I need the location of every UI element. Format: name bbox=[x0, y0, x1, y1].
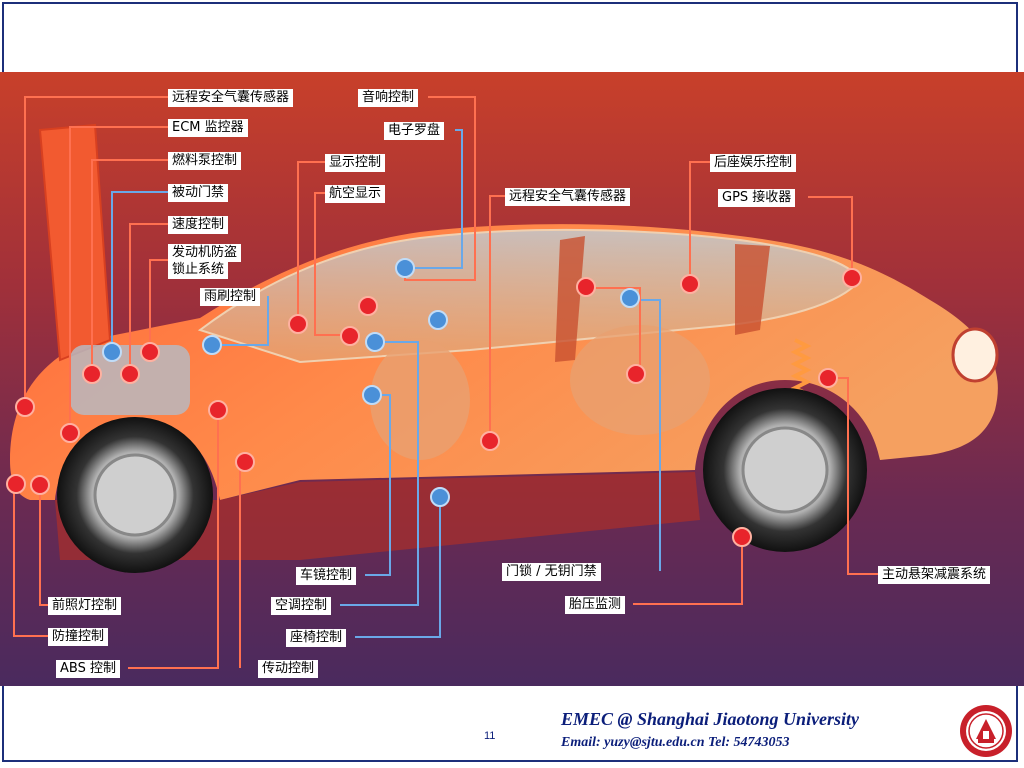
university-seal-icon bbox=[960, 705, 1012, 757]
title-area bbox=[5, 5, 1015, 71]
page-number: 11 bbox=[484, 730, 496, 742]
b-pillar bbox=[555, 236, 585, 362]
label-abs-control: ABS 控制 bbox=[56, 660, 120, 678]
car-underside bbox=[55, 472, 700, 560]
label-seat-control: 座椅控制 bbox=[286, 629, 347, 647]
label-passive-entry: 被动门禁 bbox=[168, 184, 229, 202]
label-gps-receiver: GPS 接收器 bbox=[718, 189, 796, 207]
blue-markers bbox=[102, 258, 640, 507]
label-immobilizer-line1: 发动机防盗 bbox=[168, 244, 242, 262]
label-airbag-sensor-left: 远程安全气囊传感器 bbox=[168, 89, 294, 107]
label-wiper-control: 雨刷控制 bbox=[200, 288, 261, 306]
label-door-lock: 门锁 / 无钥门禁 bbox=[502, 563, 601, 581]
label-display-control: 显示控制 bbox=[325, 154, 386, 172]
label-speed-control: 速度控制 bbox=[168, 216, 229, 234]
c-pillar bbox=[735, 244, 770, 335]
label-immobilizer-line2: 锁止系统 bbox=[168, 261, 229, 279]
label-transmission-control: 传动控制 bbox=[258, 660, 319, 678]
label-fuel-pump: 燃料泵控制 bbox=[168, 152, 242, 170]
footer-contact: Email: yuzy@sjtu.edu.cn Tel: 54743053 bbox=[561, 735, 790, 750]
label-active-suspension: 主动悬架减震系统 bbox=[878, 566, 991, 584]
label-rear-entertainment: 后座娱乐控制 bbox=[710, 154, 797, 172]
car-electronics-diagram bbox=[0, 72, 1024, 686]
label-headlight-control: 前照灯控制 bbox=[48, 597, 122, 615]
label-ecm-monitor: ECM 监控器 bbox=[168, 119, 248, 137]
rear-light bbox=[951, 327, 999, 383]
label-tire-pressure: 胎压监测 bbox=[565, 596, 626, 614]
footer-title: EMEC @ Shanghai Jiaotong University bbox=[561, 709, 860, 729]
car-glass-canopy bbox=[197, 228, 862, 364]
front-seat bbox=[370, 340, 470, 460]
label-navigation-display: 航空显示 bbox=[325, 185, 386, 203]
label-airbag-sensor-mid: 远程安全气囊传感器 bbox=[505, 188, 631, 206]
label-ac-control: 空调控制 bbox=[271, 597, 332, 615]
label-collision-control: 防撞控制 bbox=[48, 628, 109, 646]
label-audio-control: 音响控制 bbox=[358, 89, 419, 107]
red-markers bbox=[6, 268, 862, 547]
label-compass: 电子罗盘 bbox=[384, 122, 445, 140]
label-mirror-control: 车镜控制 bbox=[296, 567, 357, 585]
suspension-spring bbox=[790, 338, 812, 396]
